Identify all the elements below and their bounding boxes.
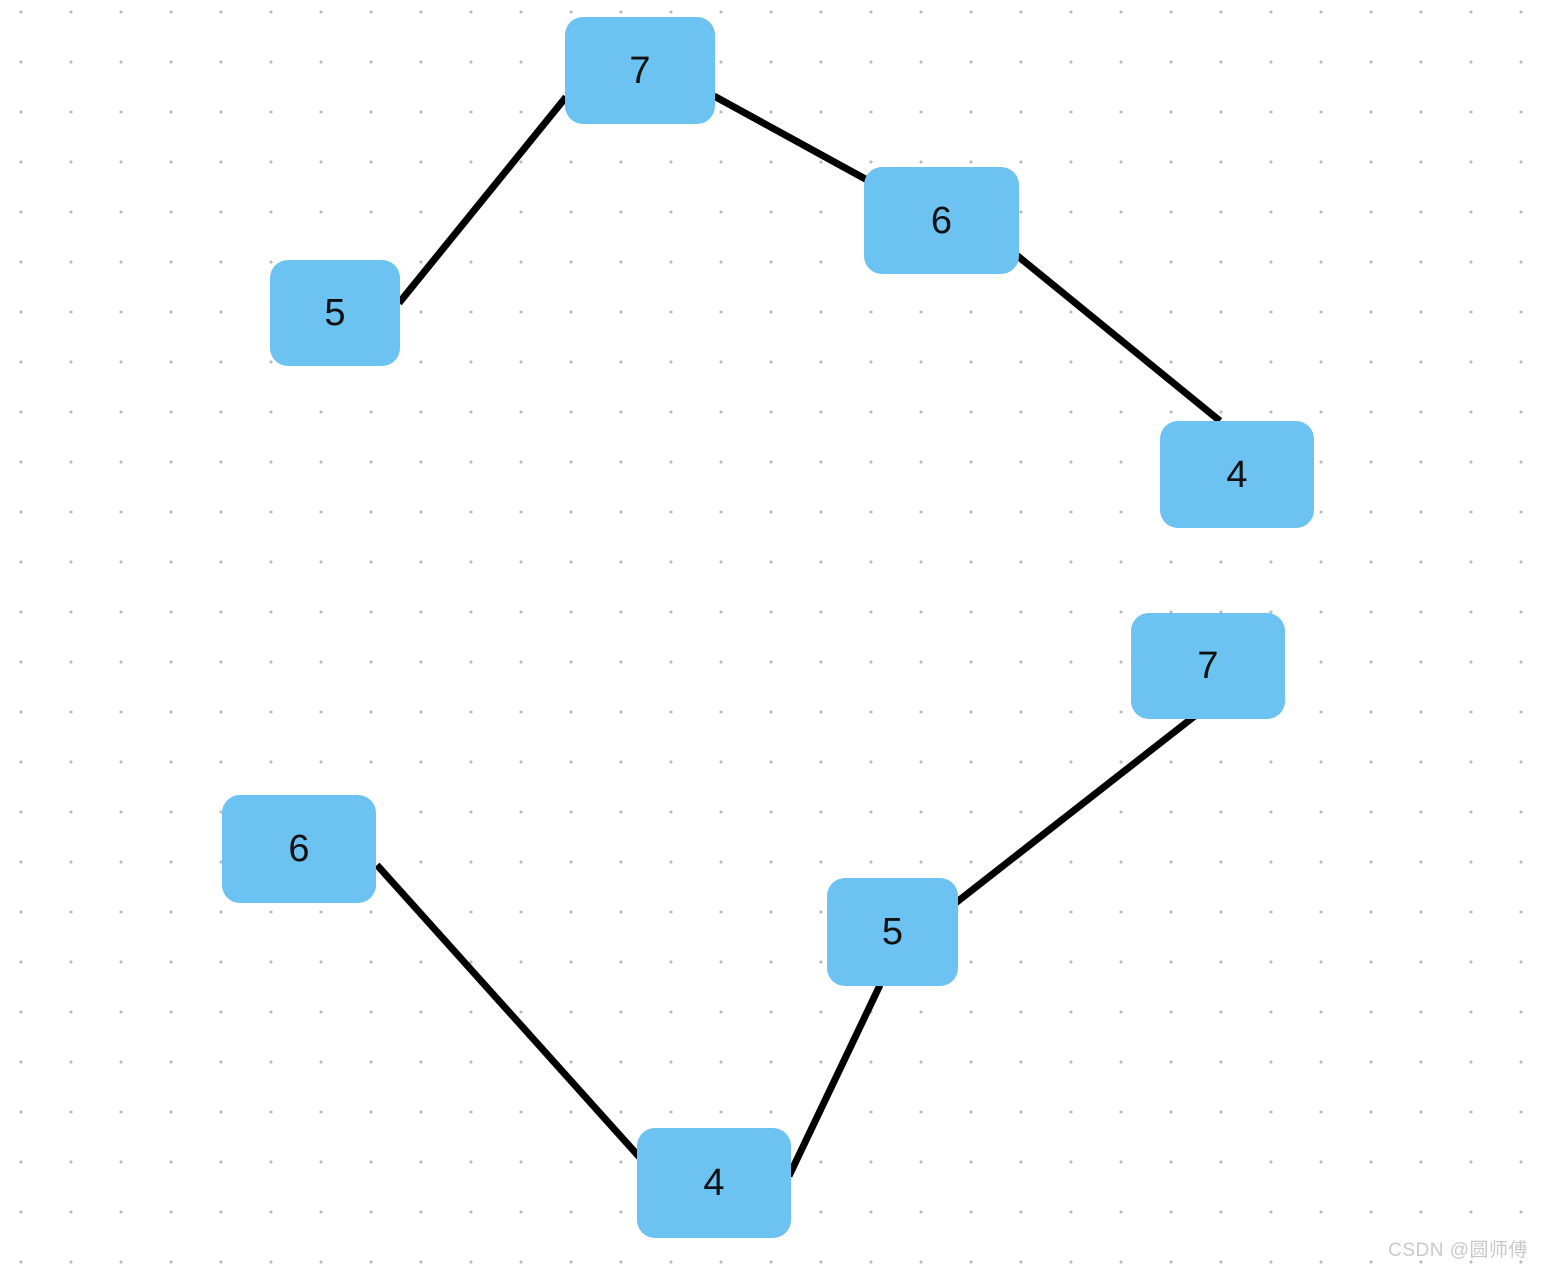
edge-n7-to-n5 <box>950 705 1208 908</box>
edge-n8-to-n7 <box>785 983 884 1178</box>
node-n8[interactable]: 4 <box>637 1128 791 1238</box>
node-n7[interactable]: 5 <box>827 878 958 986</box>
watermark: CSDN @圆师傅 <box>1388 1240 1528 1261</box>
node-label: 5 <box>881 911 904 953</box>
node-n2[interactable]: 5 <box>270 260 400 366</box>
node-label: 7 <box>629 49 651 92</box>
edge-n3-to-n4 <box>1011 250 1223 424</box>
node-n4[interactable]: 4 <box>1160 421 1314 528</box>
node-n5[interactable]: 7 <box>1131 613 1285 719</box>
node-n6[interactable]: 6 <box>222 795 376 903</box>
node-n1[interactable]: 7 <box>565 17 715 124</box>
node-label: 4 <box>1226 453 1248 496</box>
edge-n1-to-n3 <box>712 92 871 185</box>
node-label: 6 <box>288 828 310 870</box>
edge-n2-to-n1 <box>396 94 569 306</box>
node-label: 4 <box>703 1162 725 1204</box>
node-label: 5 <box>324 292 346 334</box>
node-label: 6 <box>930 199 953 242</box>
node-n3[interactable]: 6 <box>864 167 1019 274</box>
node-label: 7 <box>1197 645 1219 687</box>
edge-n6-to-n8 <box>374 862 654 1173</box>
